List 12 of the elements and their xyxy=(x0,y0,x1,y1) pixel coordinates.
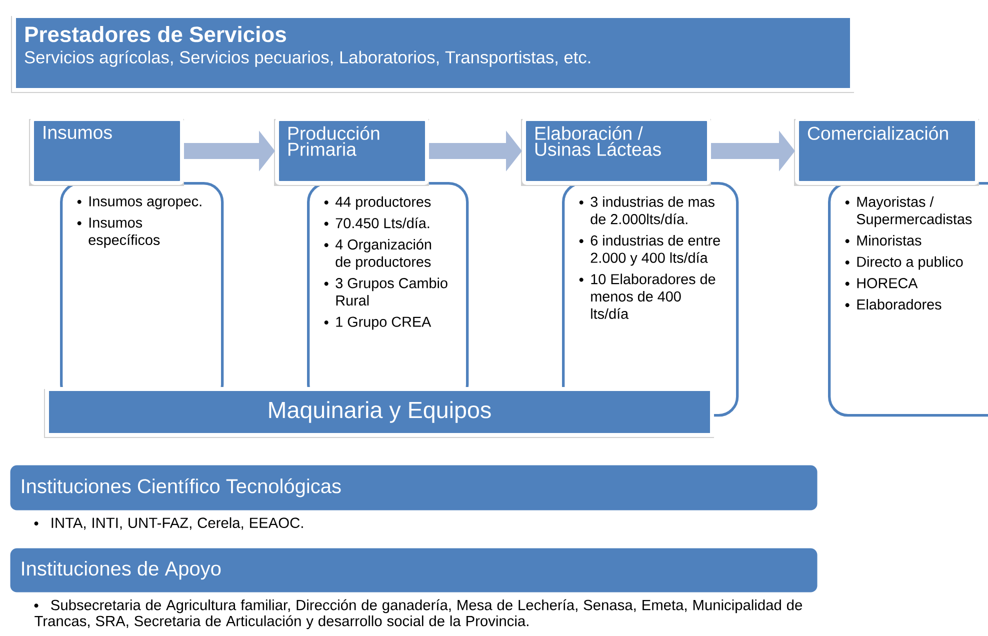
list-box: Insumos agropec. Insumos específicos xyxy=(60,182,224,405)
category-band: Instituciones de Apoyo xyxy=(10,548,818,592)
stage-box: Insumos xyxy=(30,117,184,185)
stage-box: Producción Primaria xyxy=(275,117,429,185)
banner-box: Maquinaria y Equipos xyxy=(45,387,714,437)
title-box: Prestadores de Servicios Servicios agrícolas, Servicios pecuarios, Laboratorios, Transportistas, etc. xyxy=(12,14,854,92)
category-band: Instituciones Científico Tecnológicas xyxy=(10,465,818,510)
stage-box: Elaboración / Usinas Lácteas xyxy=(522,117,711,185)
list-box: Mayoristas / Supermercadistas Minoristas Directo a publico HORECA Elaboradores xyxy=(828,182,988,417)
stage-box: Comercialización xyxy=(795,117,980,185)
bullet-text: INTA, INTI, UNT-FAZ, Cerela, EEAOC. xyxy=(34,517,303,530)
bullet-text: Subsecretaria de Agricultura familiar, Dirección de ganadería, Mesa de Lechería, Senasa, Emeta, Municipalidad de Trancas, SRA, Secretaria de Articulación y desarrollo social de la Provincia. xyxy=(34,599,802,630)
